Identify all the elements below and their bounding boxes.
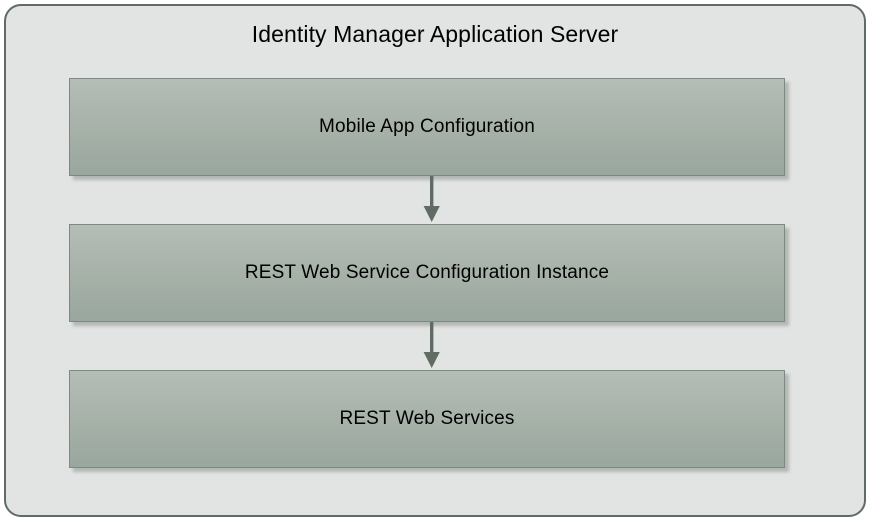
node-mobile-app-configuration[interactable]: Mobile App Configuration	[69, 78, 785, 176]
node-label: Mobile App Configuration	[319, 116, 535, 137]
node-rest-web-services[interactable]: REST Web Services	[69, 370, 785, 468]
arrow-down-icon	[423, 176, 440, 222]
arrow-down-icon	[423, 322, 440, 368]
node-rest-web-service-configuration-instance[interactable]: REST Web Service Configuration Instance	[69, 224, 785, 322]
connector-arrow-2	[421, 322, 443, 370]
node-label: REST Web Service Configuration Instance	[244, 262, 610, 283]
connector-arrow-1	[421, 176, 443, 224]
node-label: REST Web Services	[339, 408, 515, 429]
page-title: Identity Manager Application Server	[251, 21, 619, 47]
identity-manager-application-server-container: Identity Manager Application Server Mobi…	[4, 4, 866, 517]
